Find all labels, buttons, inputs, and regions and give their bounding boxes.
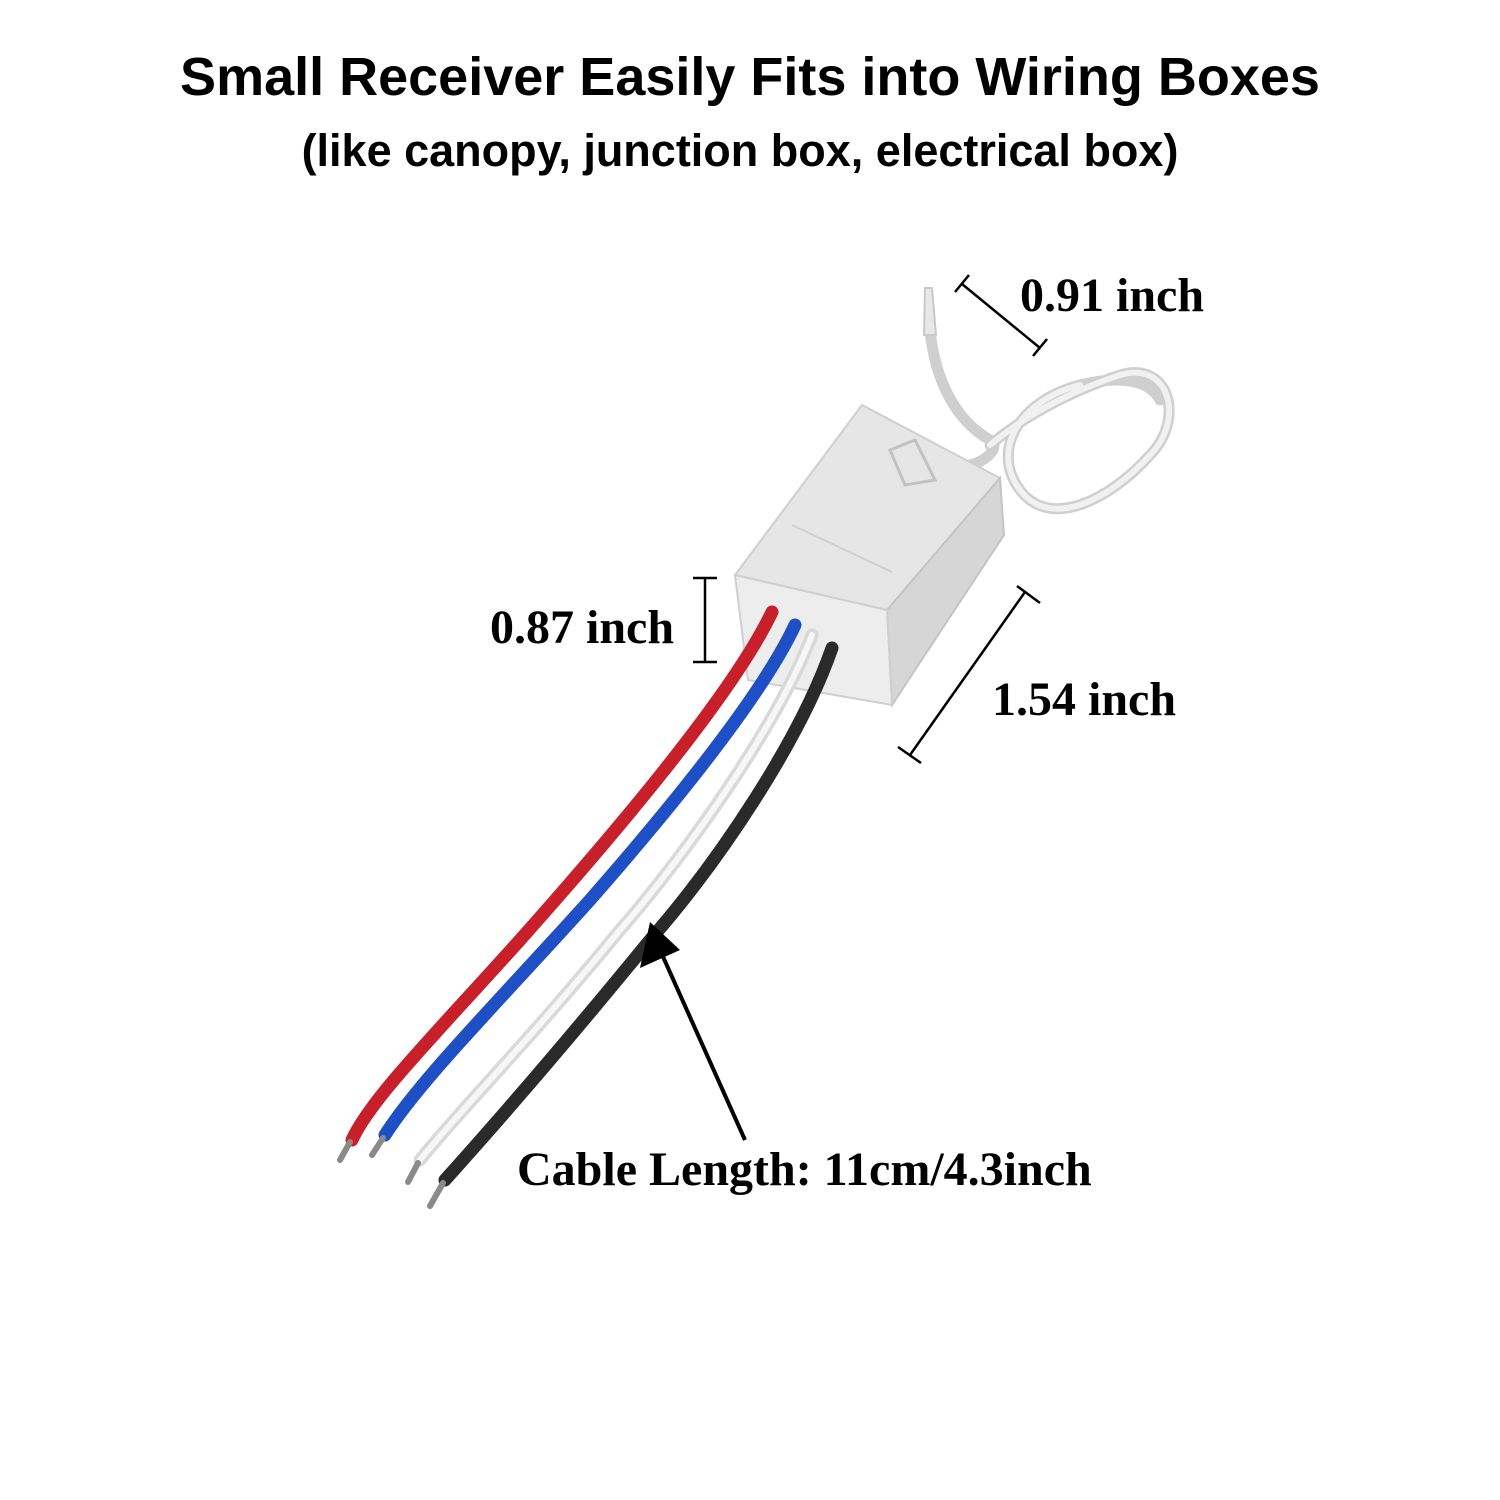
blue-wire	[378, 618, 802, 1142]
antenna-wire	[922, 287, 1175, 515]
length-dimension-label: 1.54 inch	[992, 673, 1177, 726]
wire-tips	[337, 1135, 446, 1209]
arrow-head-icon	[640, 922, 680, 968]
subheadline: (like canopy, junction box, electrical b…	[301, 125, 1179, 176]
wires	[337, 605, 839, 1209]
dimension-lines	[640, 274, 1048, 1141]
cable-length-label: Cable Length: 11cm/4.3inch	[517, 1143, 1092, 1196]
antenna-dimension-label: 0.91 inch	[1020, 269, 1205, 322]
headline: Small Receiver Easily Fits into Wiring B…	[180, 47, 1320, 107]
red-wire	[345, 605, 779, 1147]
white-wire	[413, 628, 819, 1167]
height-dimension-label: 0.87 inch	[490, 601, 675, 654]
arrow-mark-icon	[888, 438, 938, 487]
